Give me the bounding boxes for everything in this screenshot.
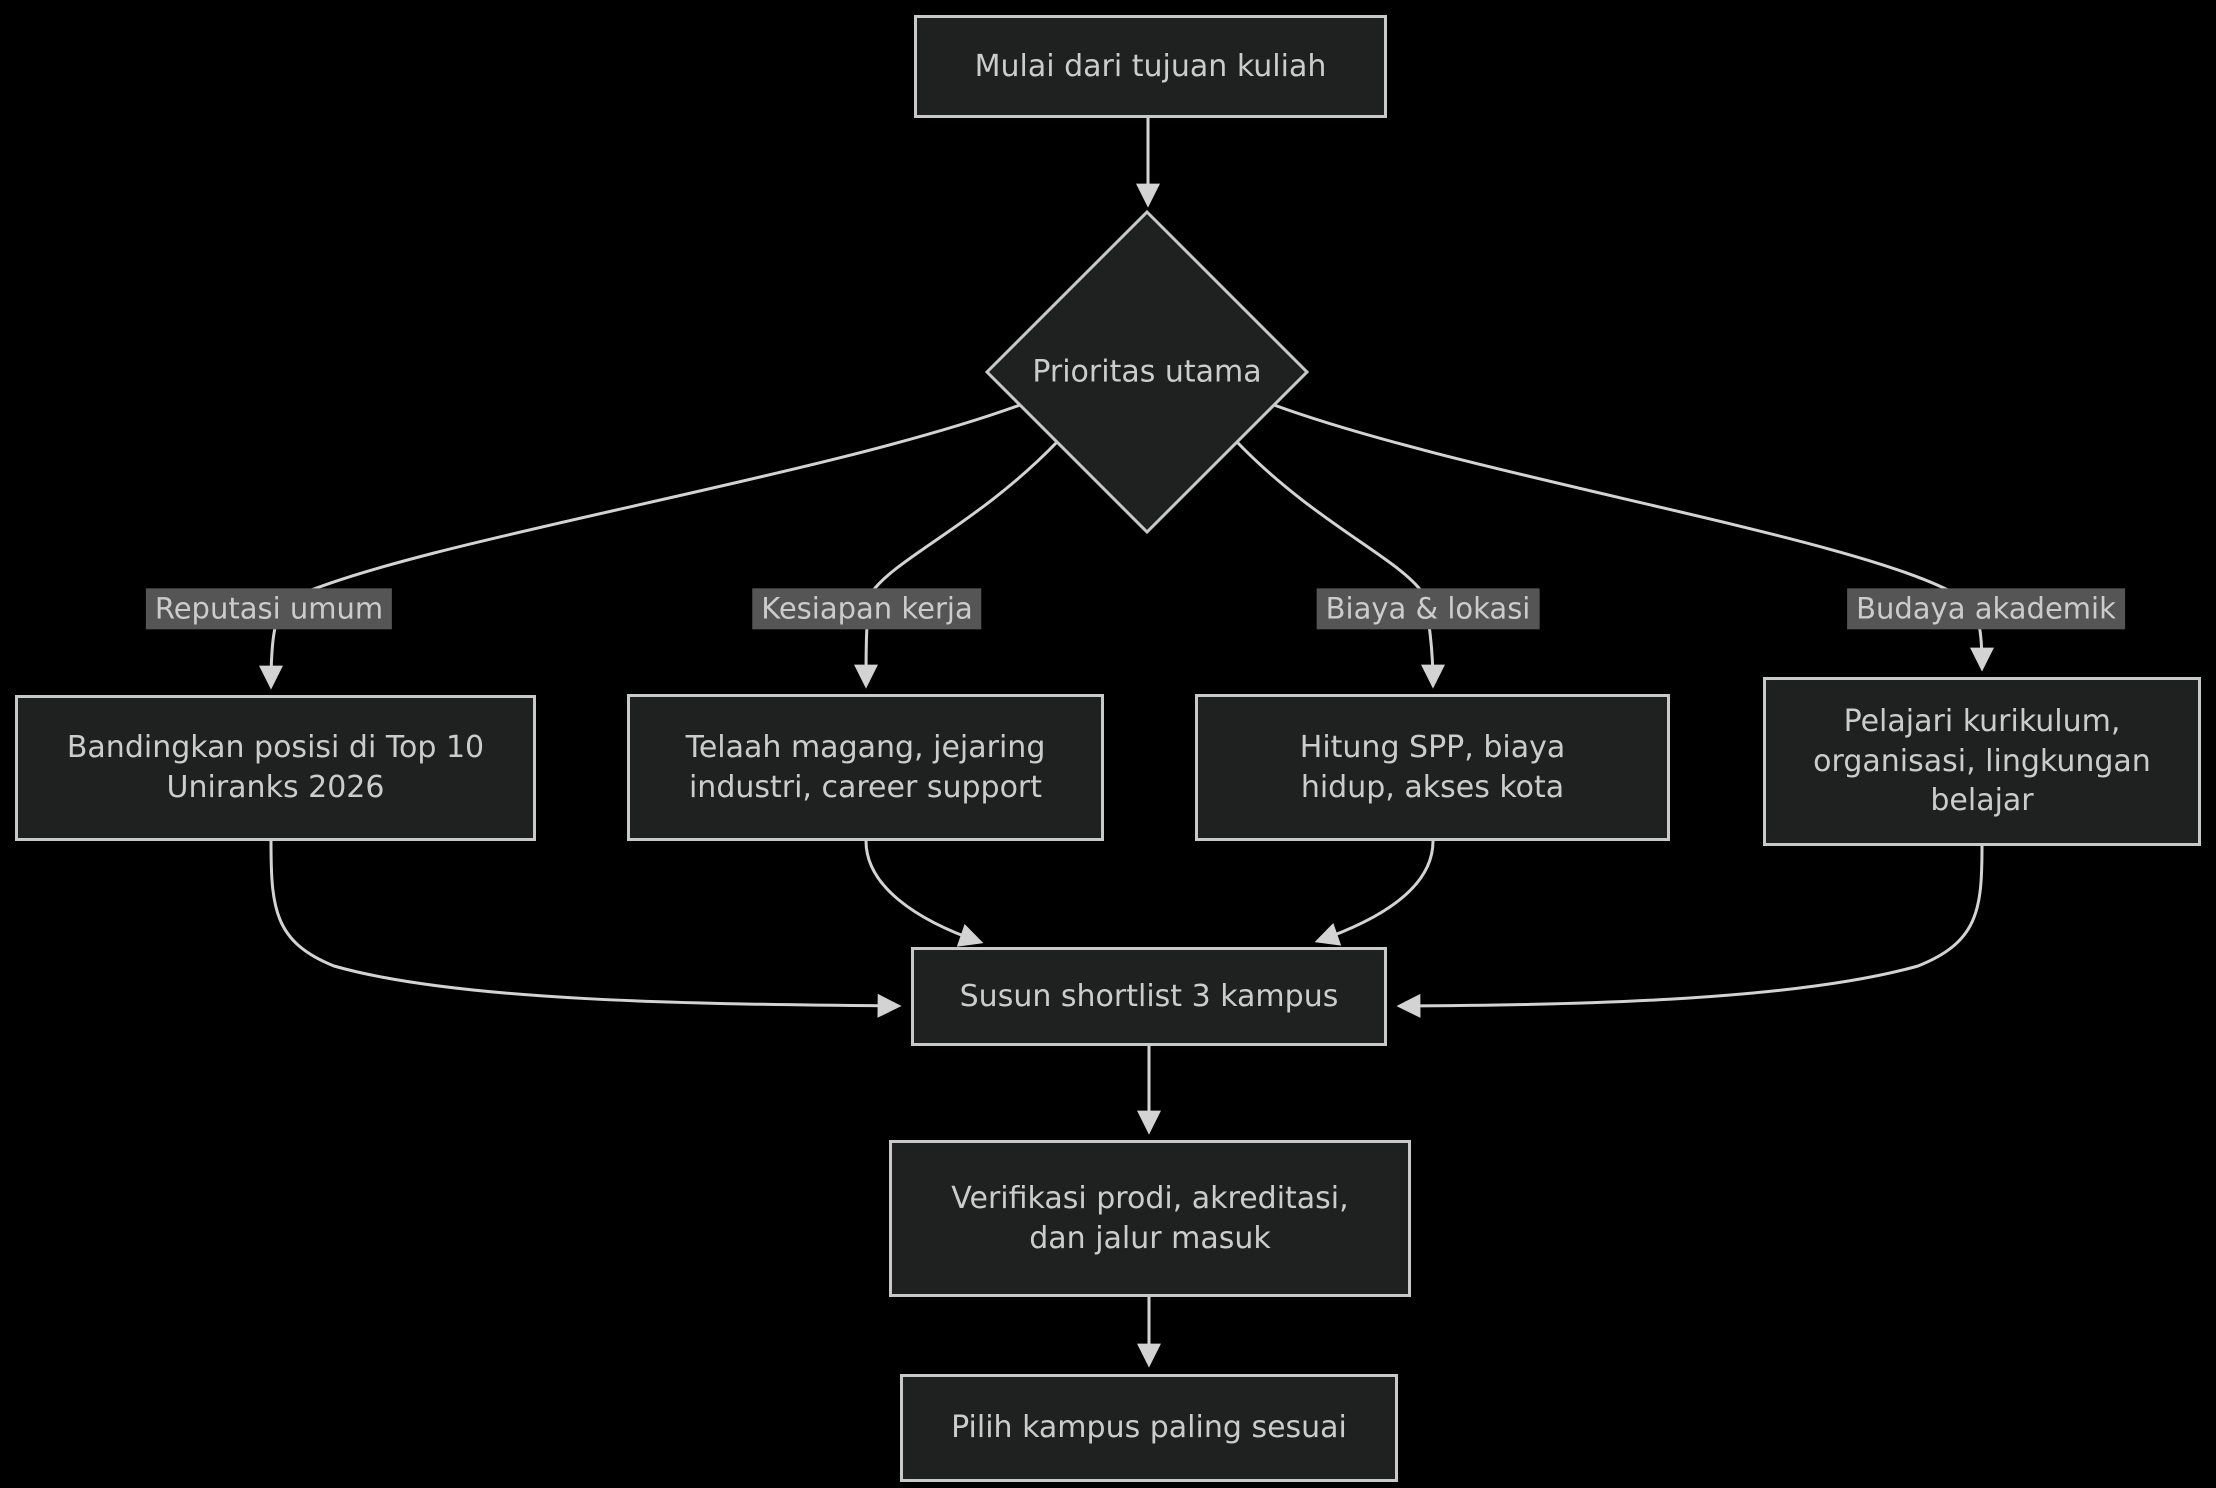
edge-label-budaya: Budaya akademik	[1847, 588, 2125, 630]
edge-decision-kesiapan	[854, 440, 1059, 689]
node-biaya: Hitung SPP, biaya hidup, akses kota	[1195, 694, 1670, 841]
node-kesiapan-label: Telaah magang, jejaring industri, career…	[685, 729, 1046, 805]
node-kesiapan: Telaah magang, jejaring industri, career…	[627, 694, 1104, 841]
edge-decision-biaya	[1235, 440, 1445, 689]
node-decision-label: Prioritas utama	[1032, 354, 1262, 390]
node-reputasi-label: Bandingkan posisi di Top 10 Uniranks 202…	[66, 730, 485, 805]
node-final-label: Pilih kampus paling sesuai	[951, 1410, 1347, 1446]
node-budaya: Pelajari kurikulum, organisasi, lingkung…	[1763, 677, 2201, 846]
edge-label-reputasi: Reputasi umum	[145, 588, 393, 630]
edge-biaya-shortlist	[1314, 840, 1435, 946]
node-final: Pilih kampus paling sesuai	[900, 1374, 1398, 1482]
node-verifikasi-label: Verifikasi prodi, akreditasi, dan jalur …	[951, 1180, 1349, 1256]
node-biaya-label: Hitung SPP, biaya hidup, akses kota	[1299, 729, 1566, 805]
edge-label-kesiapan: Kesiapan kerja	[752, 588, 982, 630]
edge-budaya-shortlist	[1396, 845, 1984, 1018]
node-budaya-label: Pelajari kurikulum, organisasi, lingkung…	[1813, 704, 2151, 819]
edge-reputasi-shortlist	[269, 840, 902, 1018]
edge-label-biaya: Biaya & lokasi	[1316, 588, 1540, 630]
decision-diamond-shape	[984, 209, 1310, 535]
node-reputasi: Bandingkan posisi di Top 10 Uniranks 202…	[15, 695, 536, 841]
node-shortlist: Susun shortlist 3 kampus	[911, 947, 1387, 1046]
node-start-label: Mulai dari tujuan kuliah	[974, 48, 1327, 84]
edge-kesiapan-shortlist	[864, 840, 984, 947]
edge-decision-reputasi	[259, 403, 1021, 690]
node-shortlist-label: Susun shortlist 3 kampus	[959, 978, 1339, 1014]
node-start: Mulai dari tujuan kuliah	[914, 15, 1387, 118]
node-verifikasi: Verifikasi prodi, akreditasi, dan jalur …	[889, 1140, 1411, 1297]
